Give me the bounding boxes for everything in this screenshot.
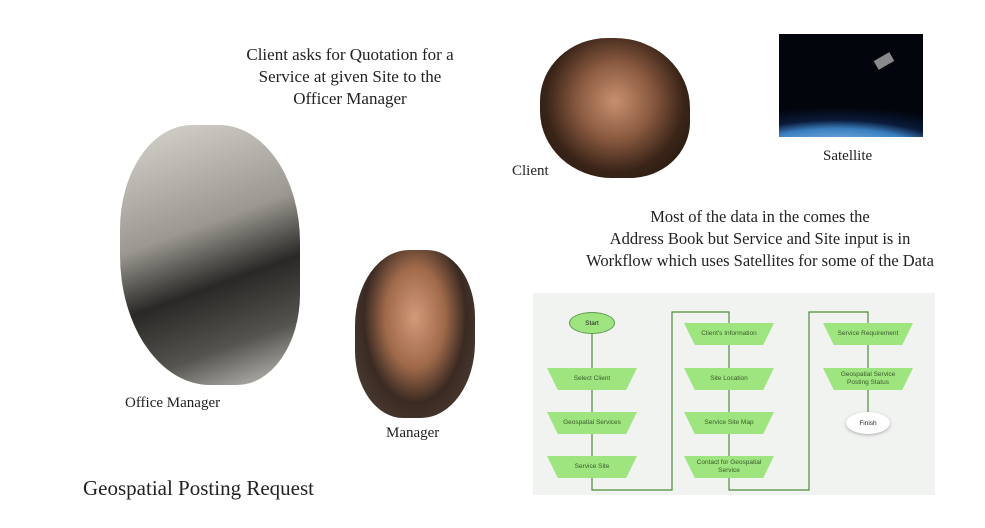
finish-node: Finish	[846, 412, 890, 434]
middle-caption: Most of the data in the comes the Addres…	[505, 206, 985, 272]
caption-line: Service at given Site to the	[258, 67, 442, 86]
satellite-icon	[873, 52, 895, 70]
caption-line: Workflow which uses Satellites for some …	[586, 251, 934, 270]
manager-label: Manager	[386, 425, 440, 441]
client-photo	[540, 38, 690, 178]
satellite-label: Satellite	[823, 148, 873, 164]
posting-status-node: Geospatial Service Posting Status	[823, 368, 913, 390]
connector-line	[591, 311, 730, 491]
geospatial-services-node: Geospatial Services	[547, 412, 637, 434]
caption-line: Most of the data in the comes the	[650, 207, 870, 226]
caption-line: Address Book but Service and Site input …	[609, 229, 911, 248]
office-manager-label: Office Manager	[125, 395, 221, 411]
clients-information-node: Client's Information	[684, 323, 774, 345]
service-site-node: Service Site	[547, 456, 637, 478]
service-requirement-node: Service Requirement	[823, 323, 913, 345]
select-client-node: Select Client	[547, 368, 637, 390]
connector-line	[728, 311, 869, 491]
contact-node: Contact for Geospatial Service	[684, 456, 774, 478]
start-node: Start	[569, 312, 615, 334]
service-site-map-node: Service Site Map	[684, 412, 774, 434]
caption-line: Officer Manager	[293, 89, 407, 108]
top-caption: Client asks for Quotation for a Service …	[220, 44, 480, 110]
client-label: Client	[512, 163, 549, 179]
site-location-node: Site Location	[684, 368, 774, 390]
page-title: Geospatial Posting Request	[83, 476, 314, 500]
manager-photo	[355, 250, 475, 418]
flowchart-connectors	[591, 311, 869, 491]
caption-line: Client asks for Quotation for a	[246, 45, 454, 64]
satellite-image	[779, 34, 923, 137]
workflow-flowchart: Start Select Client Geospatial Services …	[533, 293, 935, 495]
office-manager-photo	[120, 125, 300, 385]
